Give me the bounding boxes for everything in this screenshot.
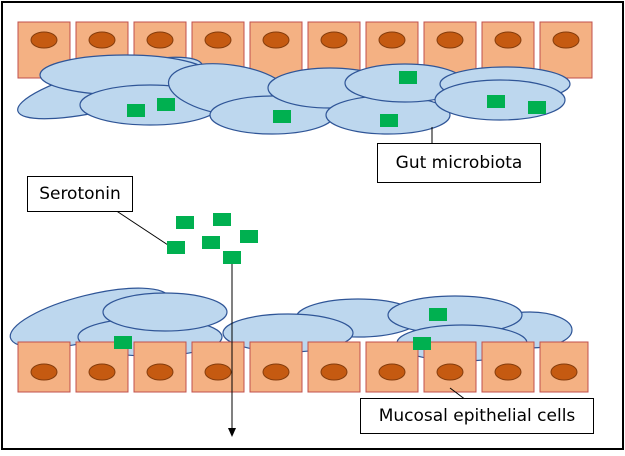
- cell-nucleus: [378, 363, 406, 381]
- serotonin-granule: [176, 216, 194, 229]
- cell-nucleus: [550, 363, 578, 381]
- cell-nucleus: [88, 31, 116, 49]
- cell-nucleus: [30, 31, 58, 49]
- epithelial-cell: [539, 21, 593, 79]
- serotonin-granule: [399, 71, 417, 84]
- bottom-serotonin-granules: [114, 308, 447, 350]
- cell-nucleus: [30, 363, 58, 381]
- mucosal-epithelial-cells-label: Mucosal epithelial cells: [360, 398, 594, 434]
- cell-nucleus: [204, 363, 232, 381]
- serotonin-arrow-head: [228, 428, 236, 437]
- serotonin-granule: [127, 104, 145, 117]
- bottom-nuclei: [30, 363, 578, 381]
- cell-nucleus: [436, 31, 464, 49]
- serotonin-granule: [202, 236, 220, 249]
- top-serotonin-granules: [127, 71, 546, 127]
- cell-nucleus: [320, 31, 348, 49]
- cell-nucleus: [88, 363, 116, 381]
- top-nuclei: [30, 31, 580, 49]
- serotonin-granule: [240, 230, 258, 243]
- cell-nucleus: [494, 31, 522, 49]
- gut-microbiota-label: Gut microbiota: [377, 143, 541, 183]
- epithelial-cell: [249, 21, 303, 79]
- serotonin-granule: [114, 336, 132, 349]
- bottom-epithelial-layer: [17, 341, 589, 393]
- serotonin-granule: [528, 101, 546, 114]
- cell-nucleus: [146, 31, 174, 49]
- serotonin-label: Serotonin: [27, 176, 133, 212]
- serotonin-granule: [487, 95, 505, 108]
- serotonin-granule: [273, 110, 291, 123]
- serotonin-granule: [413, 337, 431, 350]
- serotonin-granule: [167, 241, 185, 254]
- cell-nucleus: [436, 363, 464, 381]
- serotonin-granule: [213, 213, 231, 226]
- serotonin-granule: [429, 308, 447, 321]
- cell-nucleus: [146, 363, 174, 381]
- epithelial-cell: [17, 341, 71, 393]
- serotonin-pointer: [114, 209, 169, 246]
- free-serotonin: [167, 213, 258, 264]
- cell-nucleus: [262, 363, 290, 381]
- cell-nucleus: [552, 31, 580, 49]
- cell-nucleus: [494, 363, 522, 381]
- cell-nucleus: [262, 31, 290, 49]
- serotonin-granule: [223, 251, 241, 264]
- cell-nucleus: [378, 31, 406, 49]
- serotonin-granule: [380, 114, 398, 127]
- bacterium: [102, 292, 228, 332]
- serotonin-granule: [157, 98, 175, 111]
- cell-nucleus: [204, 31, 232, 49]
- cell-nucleus: [320, 363, 348, 381]
